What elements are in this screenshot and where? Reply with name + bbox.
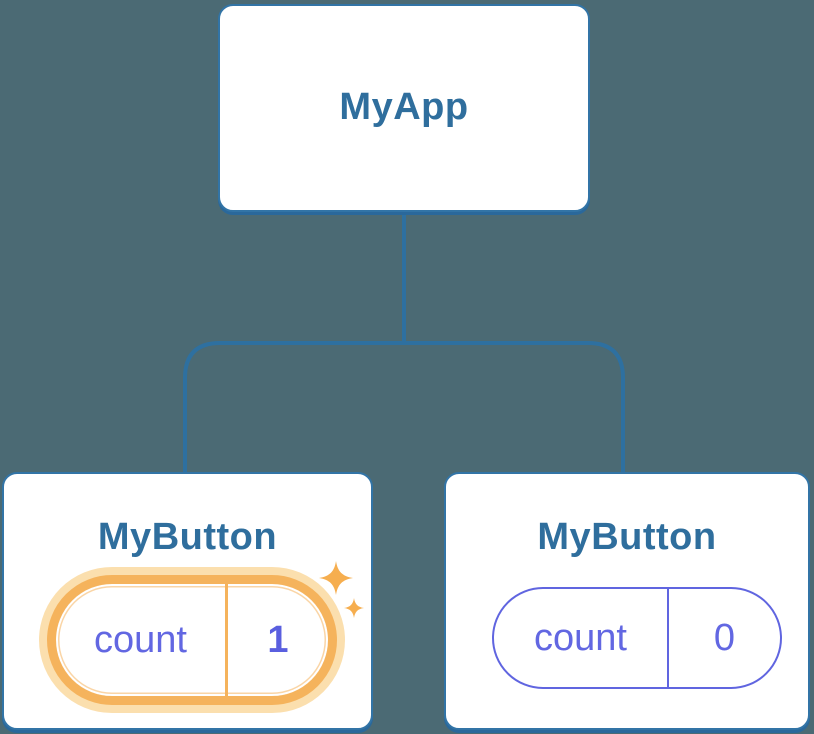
sparkles-icon [319, 561, 364, 618]
connector-branch [183, 341, 625, 472]
component-title: MyButton [537, 516, 717, 558]
component-card-mybutton-initial: MyButton count 0 [444, 472, 810, 730]
state-pill-highlighted: count 1 [47, 575, 337, 705]
state-key-label: count [56, 584, 228, 696]
state-pill: count 0 [492, 587, 782, 689]
sparkle-large [319, 561, 353, 595]
component-card-mybutton-updated: MyButton count 1 [2, 472, 373, 730]
component-title: MyButton [97, 516, 278, 558]
state-key-label: count [494, 589, 669, 687]
component-card-myapp: MyApp [218, 4, 590, 212]
state-value: 0 [713, 616, 736, 659]
state-value: 1 [267, 618, 289, 661]
sparkle-small [344, 598, 364, 618]
component-title: MyApp [339, 86, 469, 128]
